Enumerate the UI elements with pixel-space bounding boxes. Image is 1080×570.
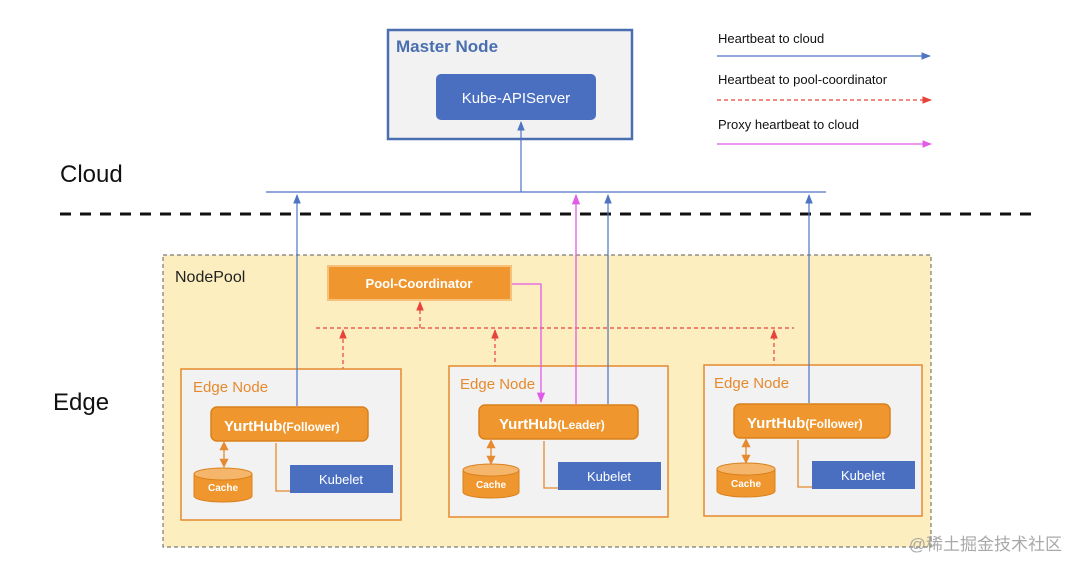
edge-zone-label: Edge [53,389,109,416]
cloud-zone-label: Cloud [60,161,123,188]
kube-apiserver-label: Kube-APIServer [462,90,570,107]
legend-pool-label: Heartbeat to pool-coordinator [718,72,888,87]
nodepool-label: NodePool [175,269,245,286]
legend: Heartbeat to cloud Heartbeat to pool-coo… [717,31,932,148]
cache-2-label: Cache [476,480,506,491]
legend-proxy-label: Proxy heartbeat to cloud [718,117,859,132]
yurthub-3-kubelet-connector [797,440,812,488]
yurthub-3-label: YurtHub(Follower) [747,415,863,432]
kubelet-2-box [558,462,661,490]
yurthub-2-name: YurtHub [499,416,557,433]
kubelet-1-box [290,465,393,493]
yurthub-1-label: YurtHub(Follower) [224,418,340,435]
cache-1-cylinder [193,467,253,503]
cache-2-cylinder [462,463,520,499]
yurthub-1-name: YurtHub [224,418,282,435]
cache-3-label: Cache [731,479,761,490]
yurthub-2-kubelet-connector [543,441,558,489]
kubelet-3-box [812,461,915,489]
master-node-title: Master Node [396,37,498,56]
kubelet-3-label: Kubelet [841,468,885,483]
yurthub-2-box [478,404,639,440]
yurthub-2-label: YurtHub(Leader) [499,416,605,433]
edge-node-1-title: Edge Node [193,379,268,396]
kubelet-2-label: Kubelet [587,469,631,484]
watermark: @稀土掘金技术社区 [909,535,1062,554]
edge-node-2-box [448,365,669,518]
edge-node-2-title: Edge Node [460,376,535,393]
pool-coordinator-label: Pool-Coordinator [366,276,473,291]
pool-coordinator-box [327,265,512,301]
yurthub-1-kubelet-connector [275,443,290,492]
yurthub-3-name: YurtHub [747,415,805,432]
edge-node-1: Edge Node YurtHub(Follower) Cache Kubele… [180,368,402,521]
legend-cloud-label: Heartbeat to cloud [718,31,824,46]
yurthub-1-box [210,406,369,442]
yurthub-3-box [733,403,891,439]
kubelet-1-label: Kubelet [319,472,363,487]
edge-node-2: Edge Node YurtHub(Leader) Cache Kubelet [448,365,669,518]
yurthub-3-role: (Follower) [805,417,862,431]
cache-1-label: Cache [208,483,238,494]
yurthub-1-role: (Follower) [282,420,339,434]
coordinator-to-leader-proxy-arrow [512,283,546,404]
edge-node-3: Edge Node YurtHub(Follower) Cache Kubele… [703,364,923,517]
cache-3-cylinder [716,462,776,498]
yurthub-2-role: (Leader) [557,418,604,432]
kube-apiserver-box [436,74,596,120]
edge-node-3-title: Edge Node [714,375,789,392]
